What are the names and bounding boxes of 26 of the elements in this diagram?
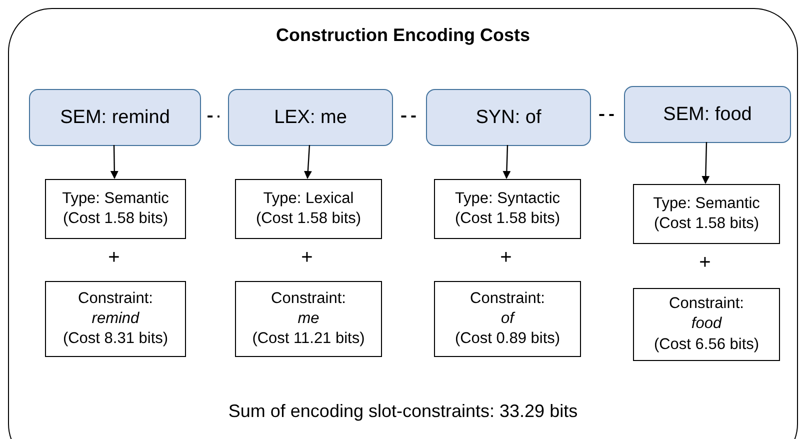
- link-line: [208, 116, 220, 118]
- plus-sign: +: [699, 252, 711, 274]
- cost-box: Constraint: me (Cost 11.21 bits): [235, 281, 382, 357]
- plus-sign: +: [301, 246, 313, 270]
- cost-box: Type: Semantic (Cost 1.58 bits): [45, 179, 186, 239]
- slot-box: SEM: remind: [29, 89, 201, 146]
- cost-box: Type: Semantic (Cost 1.58 bits): [633, 184, 780, 244]
- cost-box: Type: Lexical (Cost 1.58 bits): [235, 179, 382, 239]
- cost-box: Type: Syntactic (Cost 1.58 bits): [434, 179, 581, 239]
- arrow: [304, 144, 312, 179]
- cost-box: Constraint: remind (Cost 8.31 bits): [45, 281, 186, 357]
- link-line: [401, 116, 416, 118]
- cost-box: Constraint: food (Cost 6.56 bits): [633, 288, 780, 361]
- slot-box: LEX: me: [228, 89, 393, 146]
- plus-sign: +: [500, 246, 512, 270]
- arrow: [702, 142, 710, 184]
- link-line: [599, 114, 614, 116]
- total-note: Sum of encoding slot-constraints: 33.29 bits: [227, 401, 579, 422]
- frame-heading: Construction Encoding Costs: [275, 25, 531, 46]
- frame-box: [8, 8, 798, 439]
- cost-box: Constraint: of (Cost 0.89 bits): [434, 281, 581, 357]
- arrow: [502, 144, 511, 179]
- arrow: [110, 145, 118, 179]
- slot-box: SYN: of: [426, 89, 591, 146]
- plus-sign: +: [108, 246, 120, 270]
- slot-box: SEM: food: [624, 86, 791, 143]
